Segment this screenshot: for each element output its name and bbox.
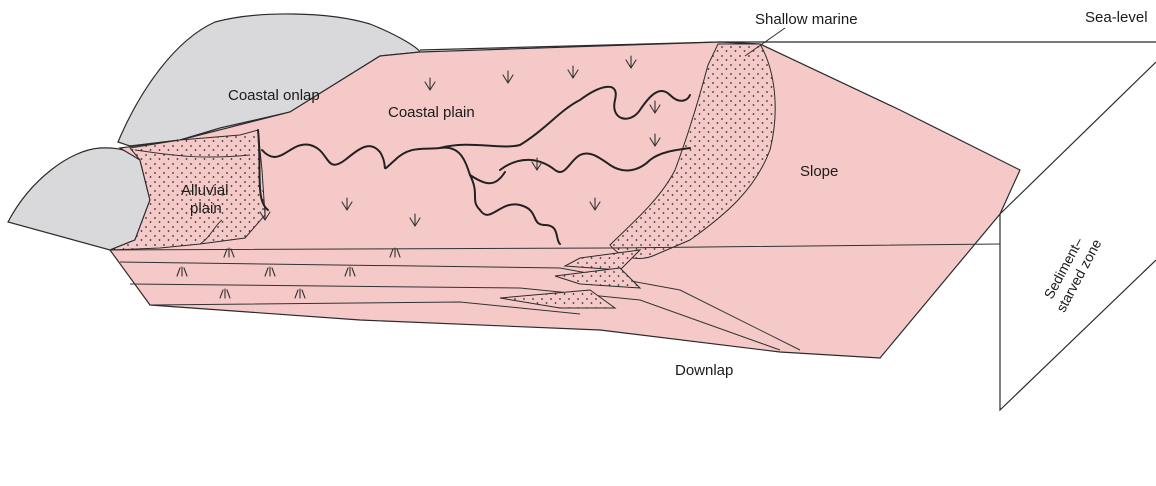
label-shallow-marine: Shallow marine [755,11,858,28]
label-alluvial-line2: plain [190,200,222,217]
label-sea-level: Sea-level [1085,9,1148,26]
label-alluvial-line1: Alluvial [181,182,229,199]
label-slope: Slope [800,163,838,180]
label-coastal-plain: Coastal plain [388,104,475,121]
label-coastal-onlap: Coastal onlap [228,87,320,104]
label-downlap: Downlap [675,362,733,379]
